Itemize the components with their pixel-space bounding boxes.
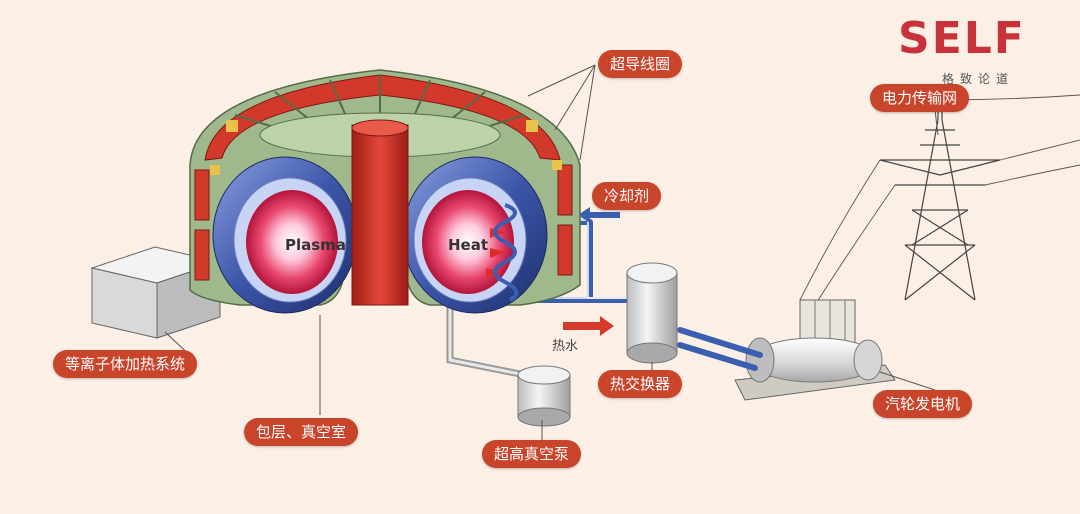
heat-text: Heat bbox=[448, 236, 488, 254]
heat-exchanger-label: 热交换器 bbox=[598, 370, 683, 398]
slogan-text: 格致论道 bbox=[941, 72, 1014, 86]
fusion-reactor bbox=[189, 69, 581, 314]
hot-water-text: 热水 bbox=[552, 339, 578, 354]
coolant-arrow bbox=[578, 207, 620, 223]
plasma-text: Plasma bbox=[285, 236, 346, 254]
power-lines bbox=[799, 94, 1080, 306]
blanket-vacuum-label: 包层、真空室 bbox=[244, 418, 359, 446]
self-logo: SELF bbox=[898, 13, 1026, 64]
heat-exchanger bbox=[626, 262, 678, 364]
turbine-generator bbox=[734, 299, 896, 401]
hot-water-arrow bbox=[563, 316, 614, 336]
power-grid-label: 电力传输网 bbox=[870, 84, 970, 112]
turbine-generator-label: 汽轮发电机 bbox=[873, 390, 973, 418]
superconducting-coil-label: 超导线圈 bbox=[598, 50, 683, 78]
plasma-heating-label: 等离子体加热系统 bbox=[53, 350, 198, 378]
vacuum-pump bbox=[446, 300, 571, 427]
transmission-tower bbox=[879, 95, 1001, 301]
coolant-label: 冷却剂 bbox=[592, 182, 662, 210]
vacuum-pump-label: 超高真空泵 bbox=[482, 440, 582, 468]
